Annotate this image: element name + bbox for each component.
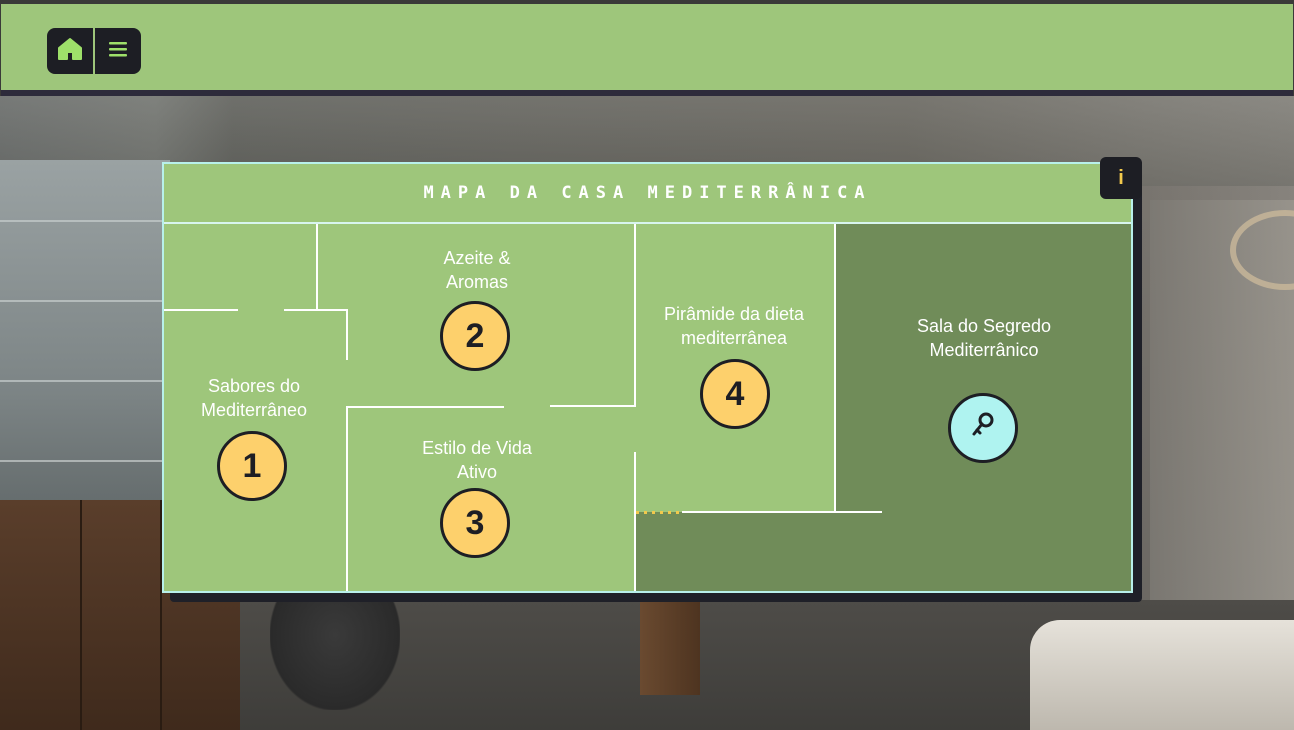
room-label-secret: Sala do Segredo Mediterrânico	[916, 316, 1052, 360]
wall	[682, 511, 882, 513]
menu-button[interactable]	[95, 28, 141, 74]
map-rooms: Sabores do Mediterrâneo 1 Azeite & Aroma…	[164, 224, 1131, 591]
wall	[316, 224, 318, 310]
secret-room-button[interactable]	[948, 393, 1018, 463]
background-sofa	[1030, 620, 1294, 730]
info-button[interactable]: i	[1100, 157, 1142, 199]
room-2-button[interactable]: 2	[440, 301, 510, 371]
room-label-3: Estilo de Vida Ativo	[422, 438, 532, 482]
background-desk	[640, 595, 700, 695]
room-1-button[interactable]: 1	[217, 431, 287, 501]
wall	[634, 224, 636, 407]
room-4-button[interactable]: 4	[700, 359, 770, 429]
wall	[634, 452, 636, 591]
house-map: MAPA DA CASA MEDITERRÂNICA Sabores do Me…	[162, 162, 1133, 593]
room-label-1: Sabores do Mediterrâneo	[200, 376, 308, 420]
menu-icon	[107, 39, 129, 63]
wall	[284, 309, 348, 311]
background-window	[0, 160, 170, 540]
room-label-4: Pirâmide da dieta mediterrânea	[663, 304, 805, 348]
wall	[550, 405, 636, 407]
wall	[834, 224, 836, 513]
home-button[interactable]	[47, 28, 93, 74]
map-title: MAPA DA CASA MEDITERRÂNICA	[423, 183, 872, 203]
locked-room-area-lower	[636, 512, 836, 591]
map-title-bar: MAPA DA CASA MEDITERRÂNICA	[164, 164, 1131, 224]
home-icon	[57, 37, 83, 65]
wall	[346, 406, 504, 408]
top-header	[1, 4, 1293, 96]
wall	[164, 309, 238, 311]
locked-door-dots	[636, 511, 682, 514]
key-icon	[968, 409, 998, 448]
nav-buttons	[47, 28, 141, 74]
room-label-2: Azeite & Aromas	[443, 248, 511, 292]
room-3-button[interactable]: 3	[440, 488, 510, 558]
wall	[346, 406, 348, 591]
wall	[346, 309, 348, 360]
